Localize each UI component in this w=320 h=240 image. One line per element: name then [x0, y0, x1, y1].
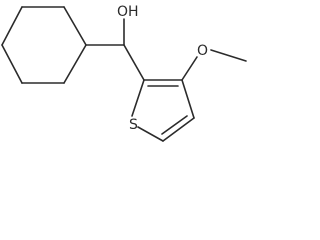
chemical-structure-diagram: OH S O — [1, 4, 247, 142]
cyclohexane-bond — [63, 44, 87, 84]
methoxy-methyl-bond — [210, 49, 247, 62]
thiophene-c5-s-bond — [137, 126, 164, 142]
cyclohexane-bond — [1, 44, 23, 84]
carbinol-to-thiophene-bond — [123, 44, 145, 81]
thiophene-ring — [131, 79, 195, 142]
c3-methoxy-bond — [181, 56, 198, 81]
sulfur-label: S — [129, 117, 138, 133]
cyclohexane-bond — [1, 6, 23, 46]
thiophene-c4-c5-double-bond — [161, 115, 188, 135]
thiophene-c4-c5-bond — [162, 117, 195, 142]
methoxy-oxygen-label: O — [197, 43, 208, 59]
cyclohexane-bond — [63, 6, 87, 46]
hydroxyl-label: OH — [117, 4, 139, 20]
thiophene-c3-c4-bond — [181, 79, 195, 119]
thiophene-s-c2-bond — [131, 79, 145, 117]
cyclohexane-ring — [1, 6, 87, 84]
